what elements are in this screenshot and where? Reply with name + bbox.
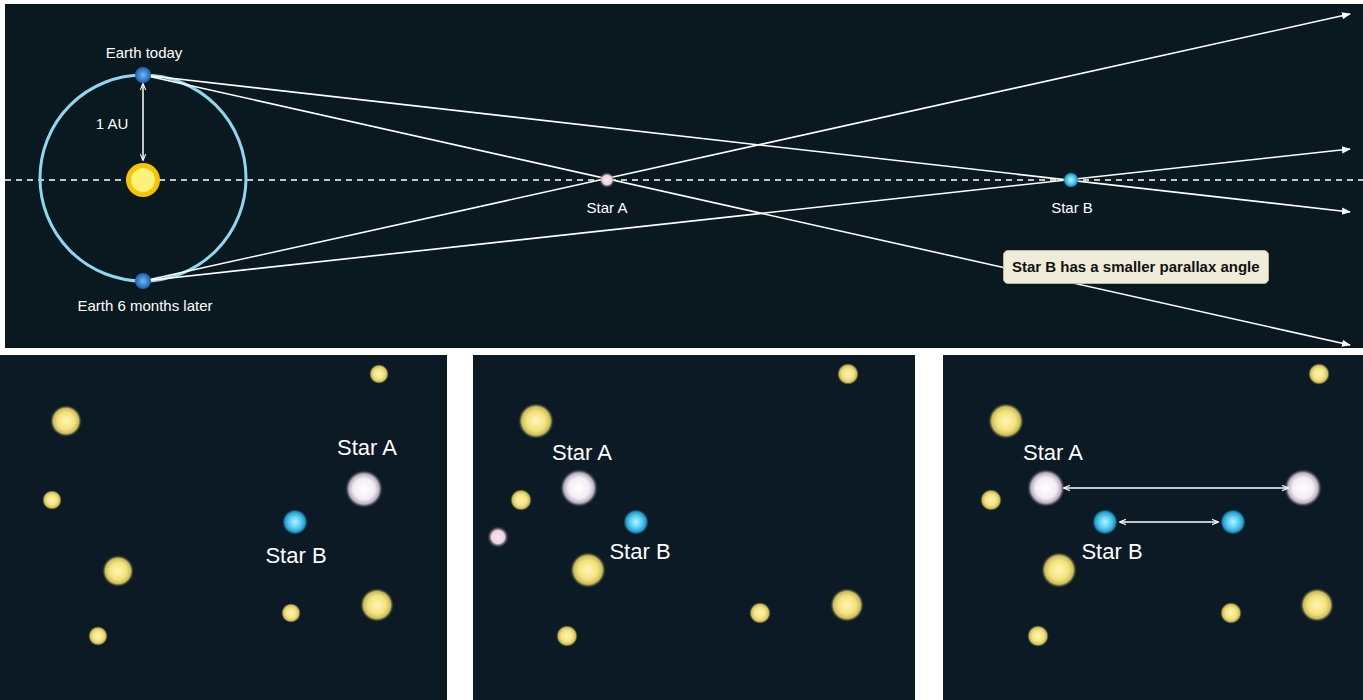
star-b: [623, 509, 649, 535]
earth: [135, 273, 151, 289]
dashed-axis: [5, 179, 1363, 181]
sun: [126, 163, 160, 197]
star-a: [1284, 469, 1322, 507]
star-label: Star B: [265, 544, 326, 568]
star-a: [345, 470, 383, 508]
sky-panel: [943, 355, 1363, 700]
background-stars: [487, 363, 864, 647]
sight-lines: [143, 14, 1350, 345]
diagram-label: Earth 6 months later: [77, 298, 212, 315]
star-b: [1220, 509, 1246, 535]
callout-text: Star B has a smaller parallax angle: [1012, 258, 1260, 276]
top-panel: [5, 4, 1363, 348]
earth: [135, 67, 151, 83]
star-a: [1027, 469, 1065, 507]
star-label: Star B: [609, 540, 670, 564]
star-label: Star B: [1081, 540, 1142, 564]
au-arrow: [142, 84, 144, 160]
background-stars: [980, 363, 1334, 647]
callout-box: Star B has a smaller parallax angle: [1003, 250, 1269, 284]
star-label: Star A: [337, 436, 397, 460]
sky-panel: [0, 355, 447, 700]
star-label: Star A: [552, 441, 612, 465]
star-a: [599, 172, 615, 188]
star-b: [282, 509, 308, 535]
star-a: [560, 469, 598, 507]
shift-arrow: [1120, 521, 1218, 523]
diagram-label: Star A: [587, 200, 628, 217]
star-label: Star A: [1023, 441, 1083, 465]
sky-panel: [473, 355, 915, 700]
diagram-label: Star B: [1051, 200, 1093, 217]
diagram-label: 1 AU: [96, 116, 129, 133]
star-b: [1092, 509, 1118, 535]
shift-arrow: [1064, 487, 1288, 489]
star-b: [1063, 172, 1079, 188]
diagram-label: Earth today: [106, 45, 183, 62]
background-stars: [42, 364, 394, 646]
earth-orbit: [40, 75, 246, 281]
